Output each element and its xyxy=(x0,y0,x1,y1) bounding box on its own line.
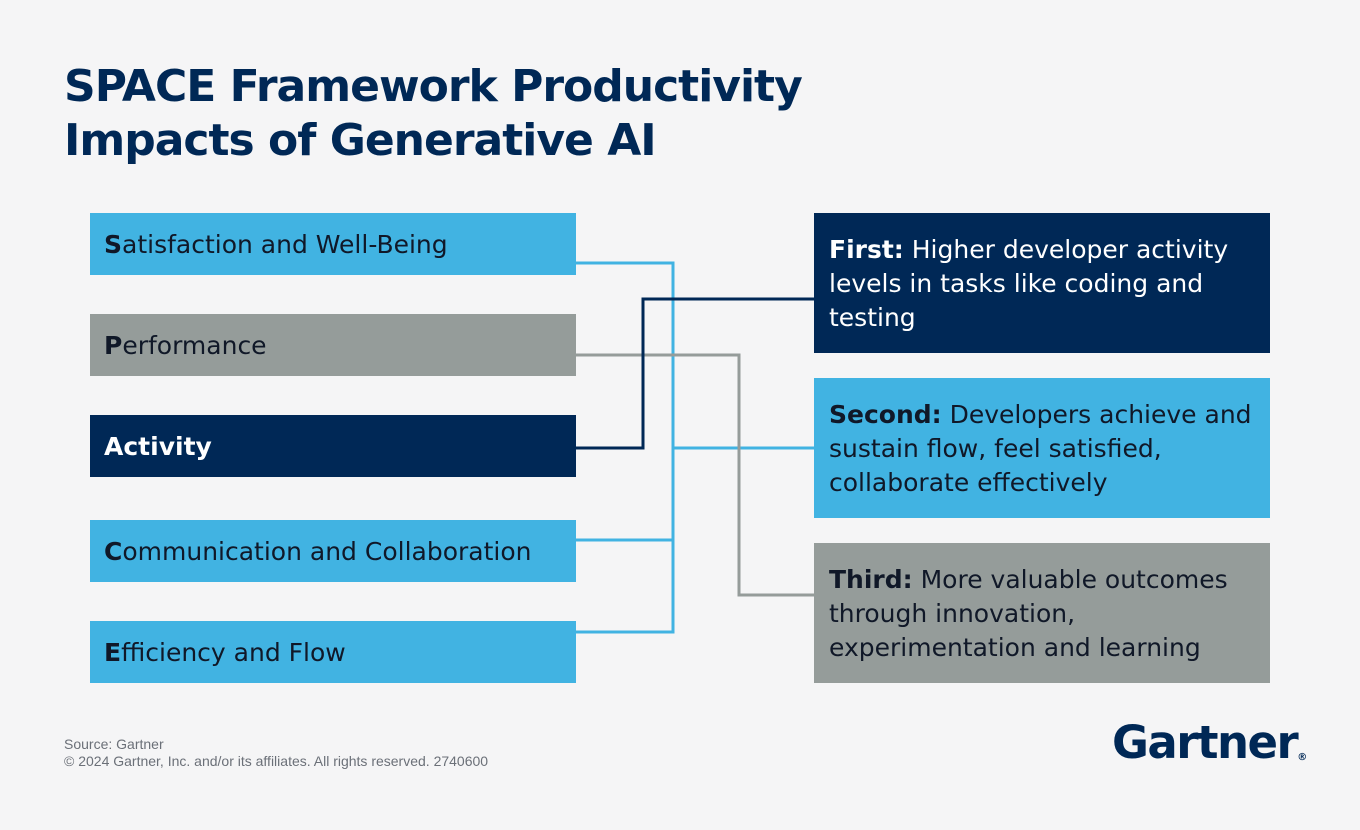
registered-mark: ® xyxy=(1297,752,1308,763)
source-note: Source: Gartner xyxy=(64,736,164,752)
connector-performance-to-third xyxy=(576,353,814,597)
impact-text: More valuable outcomes through innovatio… xyxy=(829,565,1228,662)
impact-text: Developers achieve and sustain flow, fee… xyxy=(829,400,1252,497)
dimension-label: fficiency and Flow xyxy=(121,637,346,667)
dimension-label: ommunication and Collaboration xyxy=(122,536,532,566)
dimension-label: erformance xyxy=(122,330,267,360)
page-title: SPACE Framework Productivity Impacts of … xyxy=(64,60,964,168)
impact-second: Second: Developers achieve and sustain f… xyxy=(814,378,1270,518)
dimension-initial: P xyxy=(104,330,123,360)
dimension-initial: C xyxy=(104,536,123,566)
title-line-1: SPACE Framework Productivity xyxy=(64,61,803,112)
title-line-2: Impacts of Generative AI xyxy=(64,115,657,166)
copyright-note: © 2024 Gartner, Inc. and/or its affiliat… xyxy=(64,753,489,769)
dimension-label: ctivity xyxy=(123,431,212,461)
logo-text: Gartner xyxy=(1112,716,1299,769)
connector-activity-to-first xyxy=(576,297,814,450)
impact-third: Third: More valuable outcomes through in… xyxy=(814,543,1270,683)
dimension-label: atisfaction and Well-Being xyxy=(122,229,448,259)
dimension-initial: S xyxy=(104,229,123,259)
gartner-logo: Gartner® xyxy=(1112,716,1307,769)
impact-text: Higher developer activity levels in task… xyxy=(829,235,1229,332)
dimension-initial: A xyxy=(104,431,124,461)
impact-lead: Third: xyxy=(829,565,913,594)
impact-lead: First: xyxy=(829,235,904,264)
dimension-initial: E xyxy=(104,637,122,667)
impact-first: First: Higher developer activity levels … xyxy=(814,213,1270,353)
footer: Source: Gartner © 2024 Gartner, Inc. and… xyxy=(64,736,488,770)
impact-lead: Second: xyxy=(829,400,942,429)
